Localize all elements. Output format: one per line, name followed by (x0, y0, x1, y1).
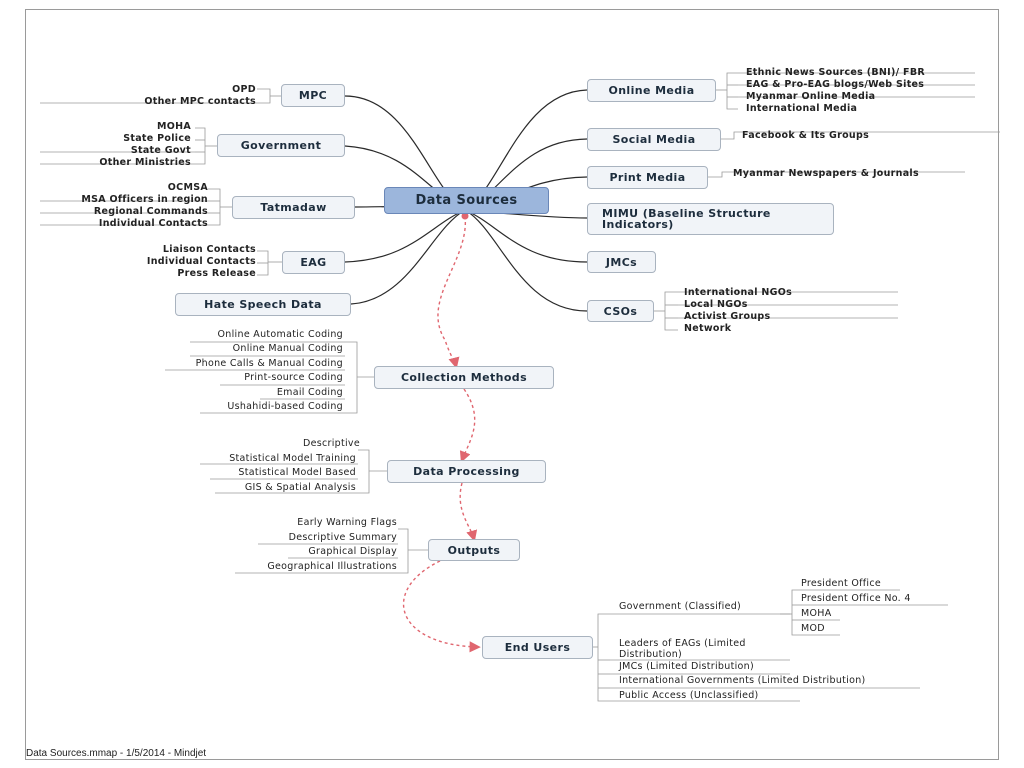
leaf-moha[interactable]: MOHA (156, 121, 191, 132)
leaf-president-office-no4[interactable]: President Office No. 4 (801, 593, 911, 604)
footer-filename: Data Sources.mmap - 1/5/2014 - Mindjet (26, 748, 207, 759)
topic-social-media[interactable]: Social Media (587, 128, 721, 151)
leaf-press-release[interactable]: Press Release (177, 268, 256, 279)
topic-outputs[interactable]: Outputs (428, 539, 520, 561)
leaf-eag-blogs[interactable]: EAG & Pro-EAG blogs/Web Sites (746, 79, 925, 90)
leaf-gis-spatial-analysis[interactable]: GIS & Spatial Analysis (244, 482, 356, 493)
topic-data-processing[interactable]: Data Processing (387, 460, 546, 483)
page-frame (25, 9, 999, 760)
flow-origin-dot (461, 212, 469, 220)
leaf-print-source-coding[interactable]: Print-source Coding (244, 372, 343, 383)
topic-end-users[interactable]: End Users (482, 636, 593, 659)
leaf-email-coding[interactable]: Email Coding (276, 387, 343, 398)
leaf-regional-commands[interactable]: Regional Commands (93, 206, 208, 217)
leaf-online-manual-coding[interactable]: Online Manual Coding (232, 343, 343, 354)
leaf-statistical-model-based[interactable]: Statistical Model Based (238, 467, 356, 478)
topic-collection-methods[interactable]: Collection Methods (374, 366, 554, 389)
leaf-other-ministries[interactable]: Other Ministries (99, 157, 191, 168)
leaf-moha-sub[interactable]: MOHA (801, 608, 832, 619)
topic-csos[interactable]: CSOs (587, 300, 654, 322)
topic-hate-speech-data[interactable]: Hate Speech Data (175, 293, 351, 316)
leaf-other-mpc-contacts[interactable]: Other MPC contacts (144, 96, 256, 107)
topic-print-media[interactable]: Print Media (587, 166, 708, 189)
central-topic[interactable]: Data Sources (384, 187, 549, 214)
leaf-individual-contacts-tat[interactable]: Individual Contacts (98, 218, 208, 229)
leaf-msa-officers[interactable]: MSA Officers in region (81, 194, 208, 205)
leaf-ethnic-news[interactable]: Ethnic News Sources (BNI)/ FBR (746, 67, 925, 78)
leaf-phone-calls-coding[interactable]: Phone Calls & Manual Coding (195, 358, 343, 369)
leaf-state-police[interactable]: State Police (123, 133, 191, 144)
leaf-descriptive[interactable]: Descriptive (302, 438, 360, 449)
leaf-descriptive-summary[interactable]: Descriptive Summary (288, 532, 397, 543)
leaf-local-ngos[interactable]: Local NGOs (684, 299, 748, 310)
leaf-leaders-of-eags[interactable]: Leaders of EAGs (Limited Distribution) (619, 638, 746, 660)
leaf-international-media[interactable]: International Media (746, 103, 858, 114)
leaf-myanmar-online-media[interactable]: Myanmar Online Media (746, 91, 876, 102)
leaf-state-govt[interactable]: State Govt (130, 145, 191, 156)
leaf-president-office[interactable]: President Office (801, 578, 882, 589)
leaf-jmcs-limited[interactable]: JMCs (Limited Distribution) (619, 661, 754, 672)
leaf-myanmar-newspapers[interactable]: Myanmar Newspapers & Journals (733, 168, 919, 179)
leaf-graphical-display[interactable]: Graphical Display (308, 546, 397, 557)
leaf-ocmsa[interactable]: OCMSA (167, 182, 208, 193)
topic-government[interactable]: Government (217, 134, 345, 157)
topic-online-media[interactable]: Online Media (587, 79, 716, 102)
leaf-public-access[interactable]: Public Access (Unclassified) (619, 690, 759, 701)
leaf-online-automatic-coding[interactable]: Online Automatic Coding (217, 329, 343, 340)
leaf-international-ngos[interactable]: International NGOs (684, 287, 793, 298)
leaf-geographical-illustrations[interactable]: Geographical Illustrations (267, 561, 397, 572)
leaf-opd[interactable]: OPD (232, 84, 256, 95)
topic-eag[interactable]: EAG (282, 251, 345, 274)
topic-jmcs[interactable]: JMCs (587, 251, 656, 273)
topic-mpc[interactable]: MPC (281, 84, 345, 107)
leaf-statistical-model-training[interactable]: Statistical Model Training (229, 453, 356, 464)
leaf-network[interactable]: Network (684, 323, 732, 334)
leaf-mod[interactable]: MOD (801, 623, 825, 634)
leaf-early-warning-flags[interactable]: Early Warning Flags (297, 517, 397, 528)
topic-tatmadaw[interactable]: Tatmadaw (232, 196, 355, 219)
topic-mimu[interactable]: MIMU (Baseline Structure Indicators) (587, 203, 834, 235)
leaf-activist-groups[interactable]: Activist Groups (684, 311, 771, 322)
leaf-ushahidi-coding[interactable]: Ushahidi-based Coding (227, 401, 343, 412)
leaf-international-governments[interactable]: International Governments (Limited Distr… (619, 675, 866, 686)
leaf-liaison-contacts[interactable]: Liaison Contacts (162, 244, 256, 255)
leaf-government-classified[interactable]: Government (Classified) (619, 601, 742, 612)
leaf-facebook-groups[interactable]: Facebook & Its Groups (742, 130, 870, 141)
leaf-individual-contacts-eag[interactable]: Individual Contacts (146, 256, 256, 267)
